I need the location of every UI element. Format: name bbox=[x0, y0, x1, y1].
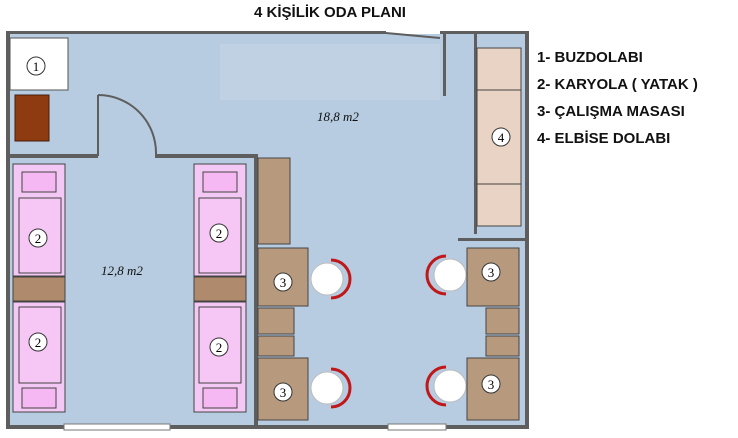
pillow bbox=[202, 171, 238, 193]
legend-item-bed: 2- KARYOLA ( YATAK ) bbox=[537, 76, 698, 93]
desk-marker: 3 bbox=[488, 265, 495, 280]
bed-marker: 2 bbox=[216, 340, 223, 355]
wardrobe-marker: 4 bbox=[498, 130, 505, 145]
shelf bbox=[257, 157, 291, 245]
desk-marker: 3 bbox=[488, 377, 495, 392]
bed-marker: 2 bbox=[35, 231, 42, 246]
desk-marker-circle bbox=[273, 272, 293, 292]
door-swing bbox=[97, 94, 158, 156]
top-window bbox=[385, 32, 441, 39]
legend-item-fridge: 1- BUZDOLABI bbox=[537, 49, 643, 66]
main-room-area-label: 18,8 m2 bbox=[317, 109, 359, 124]
pillow bbox=[21, 171, 57, 193]
bed-marker-circle bbox=[28, 228, 48, 248]
desk-marker-circle bbox=[481, 374, 501, 394]
interior-walls bbox=[8, 34, 526, 426]
chair bbox=[425, 254, 467, 296]
mattress bbox=[18, 197, 62, 274]
fridge-marker: 1 bbox=[33, 59, 40, 74]
legend-item-wardrobe: 4- ELBİSE DOLABI bbox=[537, 130, 671, 147]
desk-marker-circle bbox=[481, 262, 501, 282]
desk-marker: 3 bbox=[280, 385, 287, 400]
bedroom-area-label: 12,8 m2 bbox=[101, 263, 143, 278]
middle-bunk bbox=[193, 163, 247, 413]
chair bbox=[310, 367, 352, 409]
plan-title: 4 KİŞİLİK ODA PLANI bbox=[254, 4, 406, 21]
bed-marker-circle bbox=[209, 337, 229, 357]
fridge-marker-circle bbox=[26, 56, 46, 76]
pillow bbox=[202, 387, 238, 409]
chair bbox=[425, 365, 467, 407]
desk-drawer bbox=[485, 335, 520, 357]
bottom-windows bbox=[63, 423, 447, 431]
right-desk-column bbox=[466, 47, 522, 421]
bed-marker-circle bbox=[28, 332, 48, 352]
chair bbox=[310, 258, 352, 300]
desk bbox=[466, 357, 520, 421]
pillow bbox=[21, 387, 57, 409]
bedside-table bbox=[193, 276, 247, 302]
left-bunk bbox=[12, 163, 66, 413]
desk-drawer bbox=[257, 307, 295, 335]
outer-walls bbox=[6, 31, 529, 429]
wardrobe-marker-circle bbox=[491, 127, 511, 147]
fridge bbox=[9, 37, 69, 91]
kitchen-cabinet bbox=[14, 94, 50, 142]
bed-marker: 2 bbox=[35, 335, 42, 350]
floor-light-patch bbox=[220, 44, 440, 100]
legend-item-desk: 3- ÇALIŞMA MASASI bbox=[537, 103, 685, 120]
desk-drawer bbox=[257, 335, 295, 357]
bed-marker: 2 bbox=[216, 226, 223, 241]
desk-marker-circle bbox=[273, 382, 293, 402]
desk-marker: 3 bbox=[280, 275, 287, 290]
legend: 1- BUZDOLABI 2- KARYOLA ( YATAK ) 3- ÇAL… bbox=[537, 44, 698, 152]
bed-marker-circle bbox=[209, 223, 229, 243]
desk-drawer bbox=[485, 307, 520, 335]
bedside-table bbox=[12, 276, 66, 302]
